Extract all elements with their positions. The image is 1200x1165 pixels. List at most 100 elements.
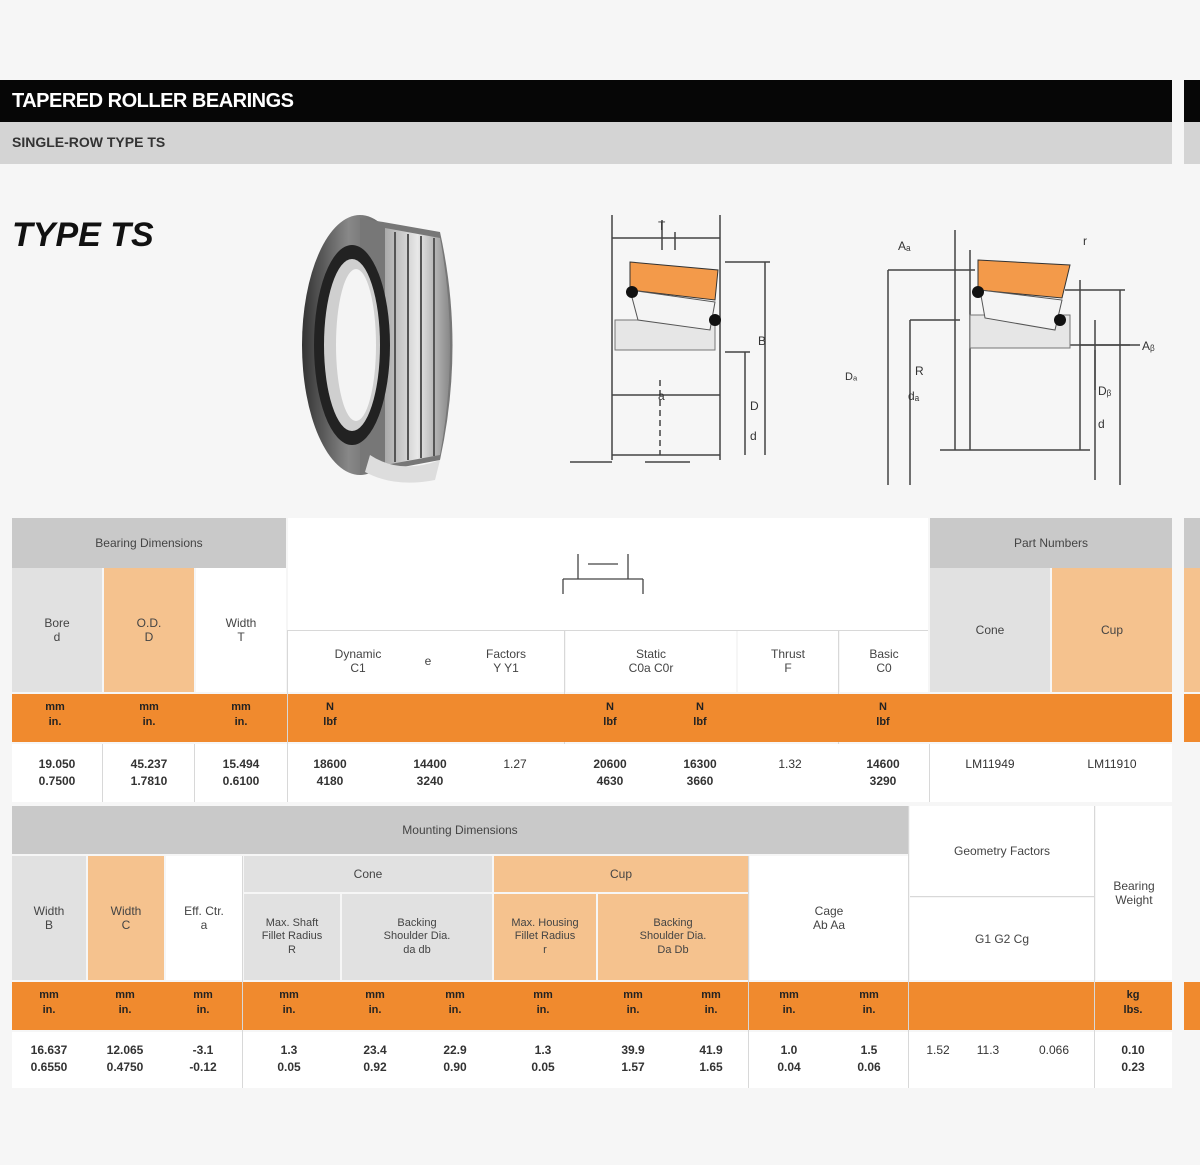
col-effective-center: Eff. Ctr. a — [166, 856, 242, 980]
divider — [288, 630, 928, 631]
divider — [287, 630, 288, 802]
units-band-2-stub — [1184, 982, 1200, 1030]
group-cup: Cup — [494, 856, 748, 892]
col-bore: Bore d — [12, 568, 102, 692]
units-dynamic: N lbf — [323, 701, 337, 728]
value-g2: 11.3 — [976, 1043, 1000, 1057]
divider — [748, 856, 749, 1088]
value-c90: 14400 3240 — [413, 757, 447, 788]
group-bearing-dimensions: Bearing Dimensions — [12, 518, 286, 568]
section-title-bar: TAPERED ROLLER BEARINGS — [0, 80, 1172, 122]
svg-text:D: D — [750, 399, 759, 413]
col-dynamic-rating: Dynamic C1 — [288, 630, 428, 692]
units-weight: kg lbs. — [1123, 989, 1143, 1016]
units-aa: mm in. — [859, 989, 879, 1016]
col-cup-shoulder: Backing Shoulder Dia. Da Db — [598, 894, 748, 980]
value-width: 15.494 0.6100 — [222, 757, 260, 788]
divider — [908, 806, 909, 1088]
group-mounting-dimensions: Mounting Dimensions — [12, 806, 908, 854]
svg-text:Dᵦ: Dᵦ — [1098, 384, 1112, 398]
units-bore: mm in. — [45, 701, 65, 728]
col-cone: Cone — [930, 568, 1050, 692]
units-static-r: N lbf — [693, 701, 707, 728]
divider — [1094, 806, 1095, 1088]
col-cup-fillet: Max. Housing Fillet Radius r — [494, 894, 596, 980]
divider — [242, 856, 243, 1088]
value-width-b: 16.637 0.6550 — [30, 1043, 68, 1074]
table1-data-row — [12, 744, 1172, 802]
col-width: Width T — [196, 568, 286, 692]
cross-section-diagram-b: Aₐ r Aᵦ Dₐ R dₐ Dᵦ d — [845, 230, 1155, 485]
title-bar-continuation — [1184, 80, 1200, 122]
col-width-b: Width B — [12, 856, 86, 980]
col-thrust: Thrust F — [738, 630, 838, 692]
col-e: e — [408, 630, 448, 692]
section-subtitle: SINGLE-ROW TYPE TS — [12, 134, 166, 150]
col-cup: Cup — [1052, 568, 1172, 692]
value-c1: 18600 4180 — [313, 757, 347, 788]
units-od: mm in. — [139, 701, 159, 728]
col-od: O.D. D — [104, 568, 194, 692]
col-cone-shoulder: Backing Shoulder Dia. da db — [342, 894, 492, 980]
value-g1: 1.52 — [926, 1043, 950, 1057]
section-title: TAPERED ROLLER BEARINGS — [12, 90, 294, 112]
units-da: mm in. — [365, 989, 385, 1016]
units-Db: mm in. — [701, 989, 721, 1016]
svg-text:R: R — [915, 364, 924, 378]
svg-text:B: B — [758, 334, 766, 348]
units-band-1 — [12, 694, 1172, 742]
subtitle-bar-continuation — [1184, 122, 1200, 164]
col-factors: Factors Y Y1 — [448, 630, 564, 692]
table1-right-stub — [1184, 518, 1200, 568]
units-c: mm in. — [115, 989, 135, 1016]
divider — [194, 744, 195, 802]
section-subtitle-bar: SINGLE-ROW TYPE TS — [0, 122, 1172, 164]
units-cup-r: mm in. — [533, 989, 553, 1016]
units-b: mm in. — [39, 989, 59, 1016]
value-weight: 0.10 0.23 — [1121, 1043, 1145, 1074]
value-cup-part: LM11910 — [1087, 757, 1137, 771]
col-width-c: Width C — [88, 856, 164, 980]
units-a: mm in. — [193, 989, 213, 1016]
value-Da: 39.9 1.57 — [621, 1043, 645, 1074]
svg-text:Aᵦ: Aᵦ — [1142, 339, 1155, 353]
value-ab: 1.0 0.04 — [777, 1043, 801, 1074]
col-cage: Cage Ab Aa — [750, 856, 908, 980]
value-cone-part: LM11949 — [965, 757, 1015, 771]
divider — [929, 744, 930, 802]
value-f: 1.32 — [778, 757, 802, 771]
value-c0r: 16300 3660 — [683, 757, 717, 788]
value-bore: 19.050 0.7500 — [38, 757, 76, 788]
col-bearing-weight: Bearing Weight — [1096, 806, 1172, 980]
table1-right-stub-orange — [1184, 568, 1200, 692]
units-band-1-stub — [1184, 694, 1200, 742]
svg-text:dₐ: dₐ — [908, 389, 920, 403]
value-c0: 14600 3290 — [866, 757, 900, 788]
units-cone-r: mm in. — [279, 989, 299, 1016]
type-label: TYPE TS — [12, 216, 154, 254]
units-basic: N lbf — [876, 701, 890, 728]
svg-text:d: d — [750, 429, 757, 443]
value-width-c: 12.065 0.4750 — [106, 1043, 144, 1074]
bearing-illustration — [302, 215, 453, 483]
value-cone-r: 1.3 0.05 — [277, 1043, 301, 1074]
divider — [102, 744, 103, 802]
value-eff-center: -3.1 -0.12 — [189, 1043, 217, 1074]
factor-diagram-cell — [288, 518, 928, 630]
group-part-numbers: Part Numbers — [930, 518, 1172, 568]
cross-section-diagram-a: B a D d T — [570, 215, 770, 463]
units-static-a: N lbf — [603, 701, 617, 728]
value-db: 22.9 0.90 — [443, 1043, 467, 1074]
svg-text:Dₐ: Dₐ — [845, 371, 858, 383]
units-ab: mm in. — [779, 989, 799, 1016]
units-width: mm in. — [231, 701, 251, 728]
units-db: mm in. — [445, 989, 465, 1016]
value-k: 1.27 — [503, 757, 527, 771]
col-cone-fillet: Max. Shaft Fillet Radius R — [244, 894, 340, 980]
value-da: 23.4 0.92 — [363, 1043, 387, 1074]
group-cone: Cone — [244, 856, 492, 892]
group-geometry-factors: Geometry Factors — [910, 806, 1094, 896]
svg-text:Aₐ: Aₐ — [898, 239, 911, 253]
load-factor-icon — [562, 554, 644, 594]
svg-text:a: a — [658, 389, 665, 403]
